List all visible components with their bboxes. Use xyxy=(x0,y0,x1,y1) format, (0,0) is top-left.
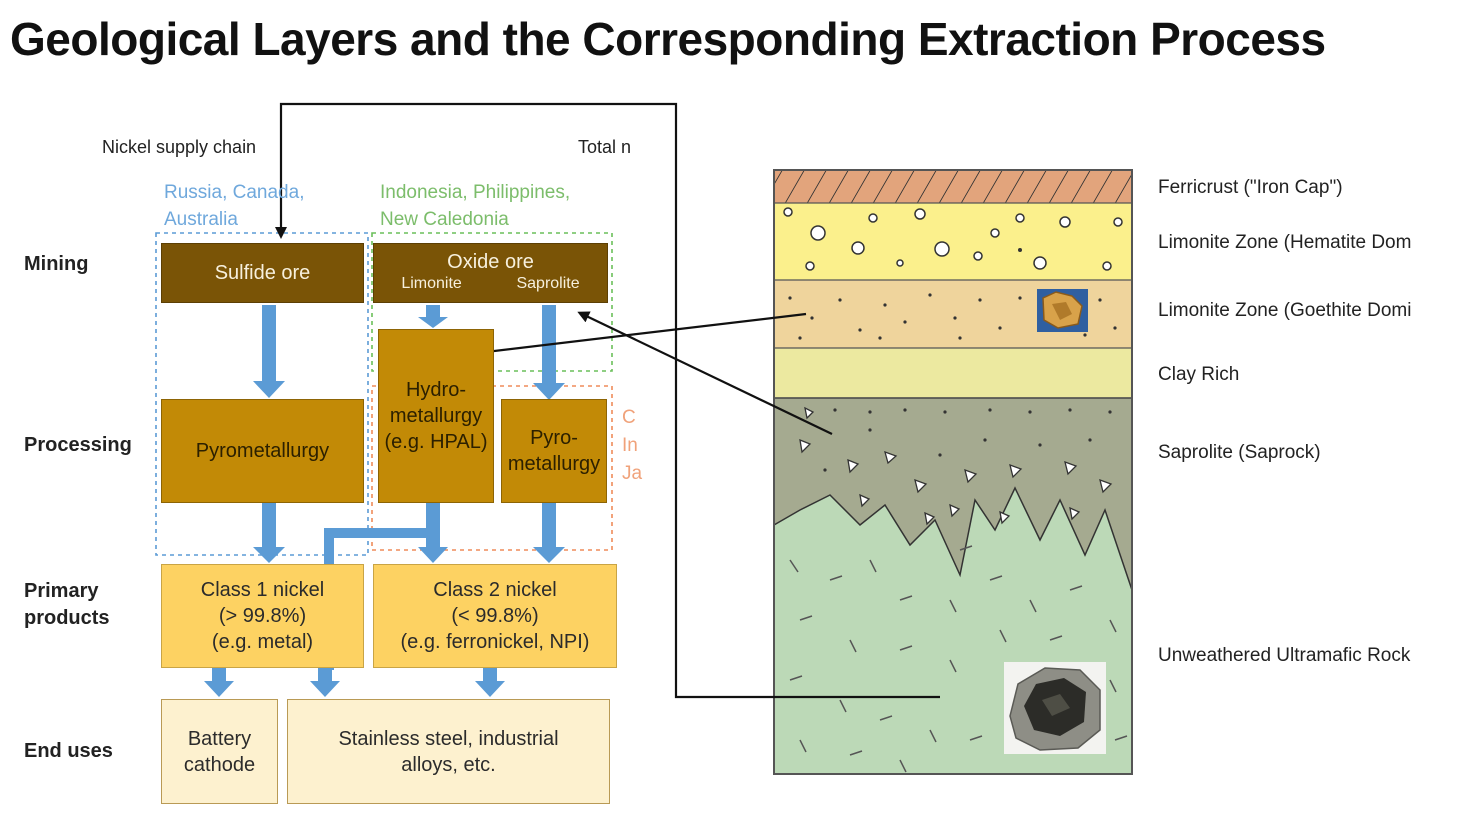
geology-column xyxy=(773,169,1133,775)
saprolite-label: Saprolite xyxy=(516,275,580,292)
supply-chain-header: Nickel supply chain xyxy=(102,137,257,157)
sulfide-region-label: Russia, Canada, Australia xyxy=(164,182,305,230)
oxide-ore-box: Oxide ore Limonite Saprolite xyxy=(373,243,608,303)
saprolite-to-oxide-connector xyxy=(577,311,833,435)
row-label-mining: Mining xyxy=(24,253,89,275)
oxide-region-label: Indonesia, Philippines, New Caledonia xyxy=(380,182,571,230)
layer-limonite-hematite xyxy=(774,203,1132,280)
layer-label-limonite-goethite: Limonite Zone (Goethite Domi xyxy=(1158,300,1412,321)
row-label-processing: Processing xyxy=(24,434,132,456)
layer-ferricrust xyxy=(774,170,1132,203)
layer-saprolite xyxy=(773,397,1133,591)
rock-to-sulfide-connector xyxy=(275,102,940,699)
row-label-end-uses: End uses xyxy=(24,740,113,762)
ultramafic-rock-image xyxy=(1004,662,1106,754)
layer-label-clay-rich: Clay Rich xyxy=(1158,364,1240,385)
battery-cathode-box: Battery cathode xyxy=(161,699,278,804)
class2-nickel-box: Class 2 nickel (< 99.8%) (e.g. ferronick… xyxy=(373,564,617,668)
pyrometallurgy-oxide-box: Pyro- metallurgy xyxy=(501,399,607,503)
row-label-primary-products: Primary products xyxy=(24,580,110,629)
layer-label-saprolite: Saprolite (Saprock) xyxy=(1158,442,1321,463)
hydrometallurgy-box: Hydro- metallurgy (e.g. HPAL) xyxy=(378,329,494,503)
layer-label-unweathered-rock: Unweathered Ultramafic Rock xyxy=(1158,645,1411,666)
stainless-steel-box: Stainless steel, industrial alloys, etc. xyxy=(287,699,610,804)
goethite-to-hydro-connector xyxy=(449,312,807,361)
class1-nickel-box: Class 1 nickel (> 99.8%) (e.g. metal) xyxy=(161,564,364,668)
sulfide-ore-box: Sulfide ore xyxy=(161,243,364,303)
layer-label-limonite-hematite: Limonite Zone (Hematite Dom xyxy=(1158,232,1412,253)
pyrometallurgy-box: Pyrometallurgy xyxy=(161,399,364,503)
goethite-sample-image xyxy=(1037,289,1088,332)
limonite-label: Limonite xyxy=(401,275,462,292)
page-title: Geological Layers and the Corresponding … xyxy=(10,13,1326,65)
total-header-partial: Total n xyxy=(578,137,632,157)
layer-clay-rich xyxy=(774,348,1132,398)
pyro-region-label-partial: C In Ja xyxy=(622,407,643,484)
layer-label-ferricrust: Ferricrust ("Iron Cap") xyxy=(1158,177,1343,198)
